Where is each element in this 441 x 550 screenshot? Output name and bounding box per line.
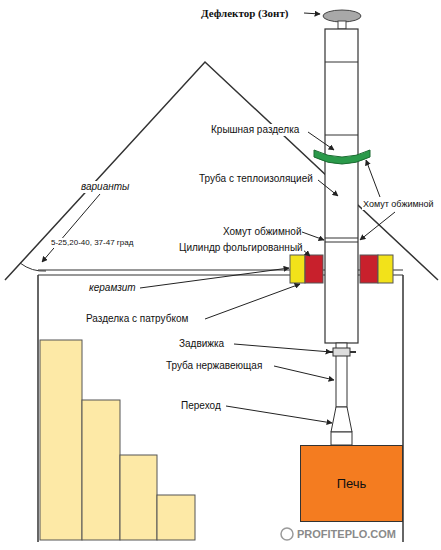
- foil-cylinder: [305, 255, 323, 283]
- deflector-stem: [338, 21, 346, 29]
- part-label: керамзит: [88, 282, 137, 294]
- part-label: Задвижка: [178, 338, 225, 350]
- node-text: Печь: [337, 476, 367, 491]
- transition-collar: [331, 432, 352, 445]
- expanded-clay: [290, 255, 305, 283]
- foil-cylinder: [360, 255, 378, 283]
- watermark-logo: [281, 528, 293, 540]
- angle-arc: [20, 263, 46, 271]
- deflector-cap: [323, 10, 361, 22]
- pipe-joint: [325, 242, 358, 243]
- pipe-joint: [325, 62, 358, 63]
- part-label: Цилиндр фольгированный: [178, 242, 304, 254]
- stove-box: Печь: [300, 445, 403, 522]
- part-label: Переход: [180, 400, 222, 412]
- roof-flashing: [314, 150, 370, 164]
- expanded-clay: [378, 255, 393, 283]
- watermark: PROFITEPLO.COM: [296, 528, 397, 541]
- roof-outline: [5, 62, 438, 280]
- note-label: варианты: [80, 181, 130, 193]
- pipe-joint: [325, 238, 358, 239]
- part-label: Разделка с патрубком: [85, 313, 189, 325]
- insulated-pipe: [325, 29, 358, 343]
- title-callout: Дефлектор (Зонт): [200, 7, 289, 19]
- part-label: Крышная разделка: [210, 124, 300, 136]
- part-label: Хомут обжимной: [222, 226, 302, 238]
- part-label: Труба нержавеющая: [165, 360, 263, 372]
- part-label: Труба с теплоизоляцией: [198, 173, 314, 185]
- damper: [333, 348, 350, 356]
- transition-cone: [331, 407, 352, 432]
- pipe-joint: [325, 135, 358, 136]
- house-wall: [37, 275, 39, 542]
- leader-lines: [42, 13, 395, 423]
- angle-label: 5-25,20-40, 37-47 град: [50, 238, 142, 248]
- part-label: Хомут обжимной: [362, 199, 435, 210]
